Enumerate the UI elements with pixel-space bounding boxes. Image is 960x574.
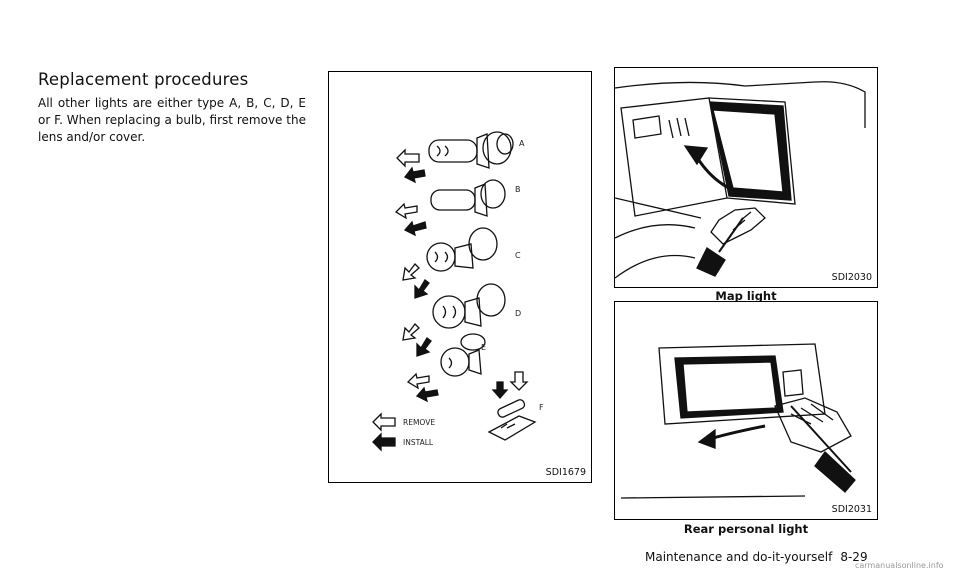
footer-chapter: Maintenance and do-it-yourself [645,550,833,564]
figure-code: SDI1679 [545,467,586,478]
label-b: B [515,185,521,194]
page-footer: Maintenance and do-it-yourself 8-29 [645,550,868,564]
section-heading: Replacement procedures [38,70,249,89]
figure-code: SDI2031 [831,504,872,515]
page-number: 8-29 [840,550,868,564]
label-a: A [519,139,525,148]
label-d: D [515,309,521,318]
map-light-figure: SDI2030 [614,67,878,288]
bulb-types-illustration: A B C D E F REMOVE INSTALL [372,131,544,452]
watermark: carmanualsonline.info [855,561,944,570]
label-f: F [539,403,544,412]
legend-remove-label: REMOVE [403,418,435,427]
label-c: C [515,251,521,260]
bulb-types-figure: A B C D E F REMOVE INSTALL SDI1679 [328,71,592,483]
figure-code: SDI2030 [831,272,872,283]
section-body: All other lights are either type A, B, C… [38,96,306,144]
map-light-caption: Map light [715,289,777,303]
rear-light-illustration [620,343,856,499]
legend-install-label: INSTALL [403,438,434,447]
map-light-illustration [615,81,866,279]
label-e: E [481,343,486,352]
rear-light-figure: SDI2031 [614,301,878,520]
rear-light-caption: Rear personal light [683,522,809,536]
